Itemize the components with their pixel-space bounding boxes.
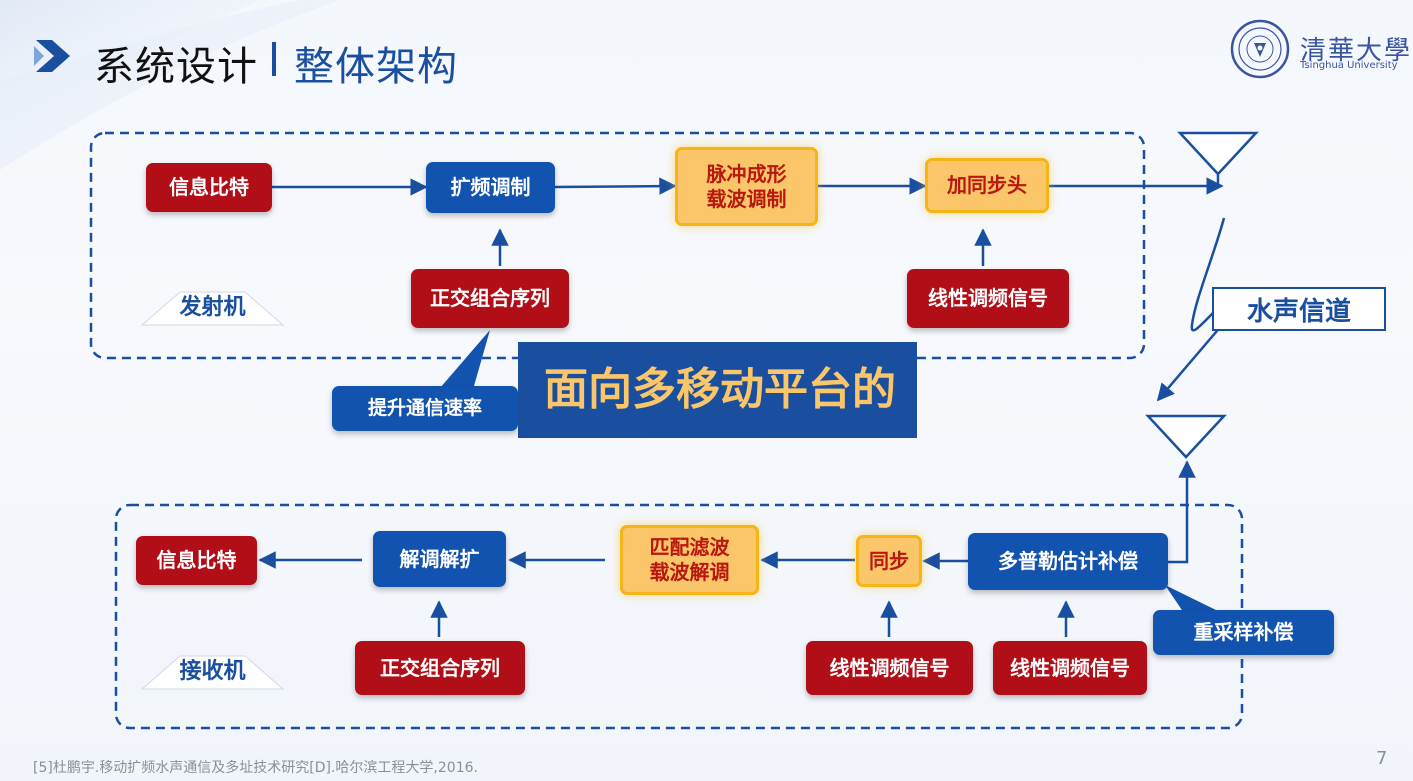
tx-orthogonal-sequence-box: 正交组合序列 — [411, 269, 569, 328]
page-title: 系统设计 — [94, 44, 258, 90]
page-subtitle: 整体架构 — [294, 44, 458, 90]
rx-matched-filter-box: 匹配滤波 载波解调 — [620, 525, 759, 595]
tx-spread-modulation-box: 扩频调制 — [426, 162, 555, 213]
rx-despread-box: 解调解扩 — [373, 531, 506, 587]
receiver-label: 接收机 — [179, 659, 246, 684]
transmitter-tab-shape — [140, 291, 285, 326]
arrow — [554, 177, 677, 195]
receiver-tab-shape — [140, 655, 285, 690]
arrow — [1156, 324, 1223, 402]
tx-lfm-signal-box: 线性调频信号 — [907, 269, 1069, 328]
transmitter-label: 发射机 — [179, 295, 246, 320]
rx-lfm-signal-box: 线性调频信号 — [806, 641, 973, 695]
rx-sync-box: 同步 — [856, 535, 922, 587]
rx-orthogonal-sequence-box: 正交组合序列 — [355, 641, 525, 695]
title-divider — [272, 42, 276, 76]
tx-sync-header-box: 加同步头 — [925, 158, 1049, 213]
channel-wave — [1190, 217, 1226, 332]
page-number: 7 — [1376, 748, 1388, 769]
resample-callout: 重采样补偿 — [1153, 610, 1334, 655]
tx-info-bits-box: 信息比特 — [146, 163, 272, 212]
university-logo-text: 清華大學 — [1300, 36, 1413, 66]
footnote: [5]杜鹏宇.移动扩频水声通信及多址技术研究[D].哈尔滨工程大学,2016. — [33, 760, 478, 776]
rate-boost-callout: 提升通信速率 — [332, 386, 518, 431]
transmit-antenna-icon — [1177, 131, 1259, 186]
bg-swoosh — [0, 0, 340, 170]
receive-antenna-icon — [1145, 414, 1227, 459]
bg-swoosh — [0, 0, 260, 140]
tsinghua-seal-icon — [1230, 19, 1290, 79]
rx-doppler-box: 多普勒估计补偿 — [968, 533, 1168, 590]
channel-label: 水声信道 — [1212, 287, 1386, 331]
callout-pointer — [440, 330, 490, 400]
tx-pulse-shaping-box: 脉冲成形 载波调制 — [675, 147, 818, 226]
university-logo-subtext: Tsinghua University — [1300, 60, 1398, 71]
rx-lfm-signal-box: 线性调频信号 — [993, 641, 1147, 695]
topic-banner: 面向多移动平台的 — [518, 342, 917, 438]
rx-info-bits-box: 信息比特 — [136, 536, 257, 585]
chevron-right-icon — [34, 40, 70, 72]
arrow — [1168, 460, 1196, 564]
